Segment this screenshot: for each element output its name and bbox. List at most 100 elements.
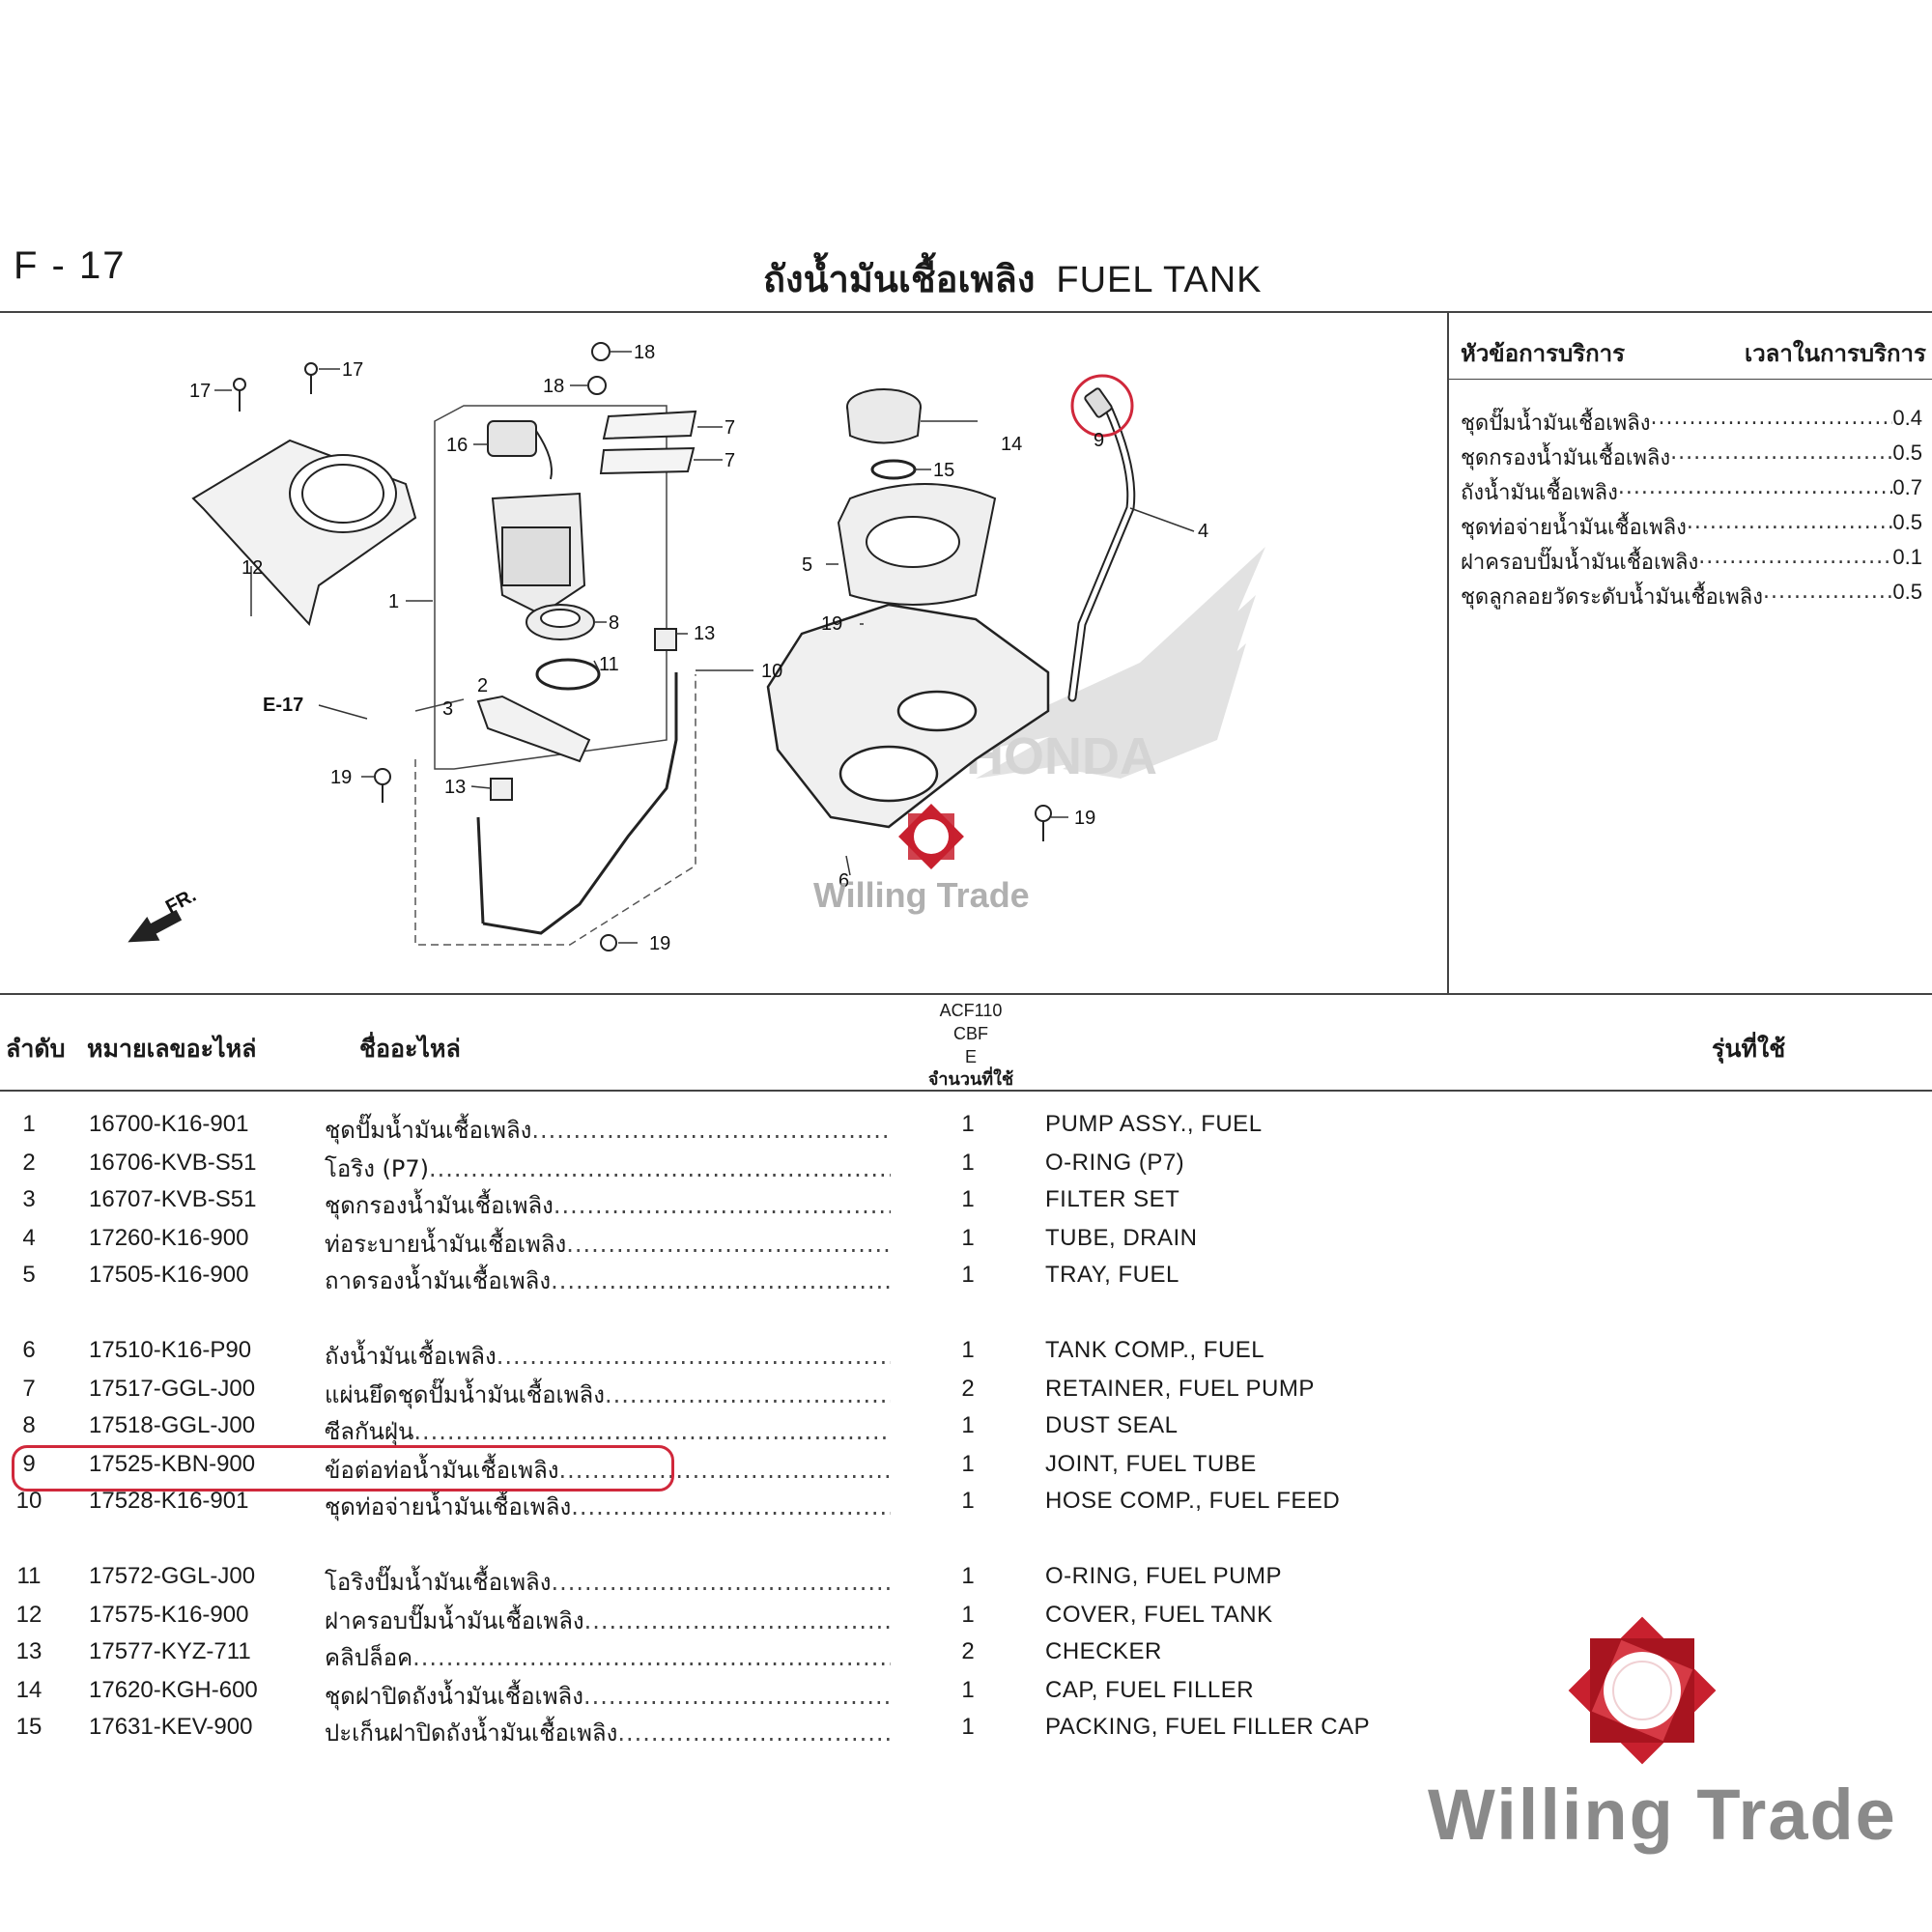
cell-name-en: CHECKER <box>1045 1638 1162 1664</box>
cell-qty: 1 <box>961 1451 975 1477</box>
leader-lines <box>214 351 1195 944</box>
cell-name-en: TANK COMP., FUEL <box>1045 1337 1265 1363</box>
cell-name-th: ซีลกันฝุ่น <box>325 1418 414 1445</box>
cell-qty: 1 <box>961 1111 975 1137</box>
logo-mark-icon <box>1568 1616 1717 1765</box>
service-header-time: เวลาในการบริการ <box>1745 340 1926 367</box>
cell-part-no: 17575-K16-900 <box>89 1602 249 1628</box>
cell-part-no: 16700-K16-901 <box>89 1111 249 1137</box>
cell-name-en: DUST SEAL <box>1045 1412 1179 1438</box>
col-header-model: ACF110 CBF E จำนวนที่ใช้ <box>908 999 1034 1092</box>
honda-wing-watermark <box>937 547 1265 779</box>
brand-name: Willing Trade <box>1428 1775 1897 1855</box>
cell-name-th: โอริง (P7) <box>325 1155 430 1182</box>
callout-5: 5 <box>802 554 812 576</box>
filter-bracket <box>414 698 465 712</box>
service-name: ชุดลูกลอยวัดระดับน้ำมันเชื้อเพลิง <box>1461 585 1763 610</box>
exploded-diagram-svg: HONDA <box>128 342 1265 954</box>
page-code: F - 17 <box>14 244 127 287</box>
callout-4: 4 <box>1198 521 1208 542</box>
service-header-rule <box>1449 379 1932 380</box>
callout-19c: 19 <box>821 613 842 635</box>
cell-name-en: HOSE COMP., FUEL FEED <box>1045 1488 1341 1514</box>
cell-no: 12 <box>15 1602 43 1628</box>
cell-part-no: 17631-KEV-900 <box>89 1714 253 1740</box>
cell-name-th: ปะเก็นฝาปิดถังน้ำมันเชื้อเพลิง <box>325 1719 618 1747</box>
willing-trade-logo <box>1418 1604 1824 1855</box>
callout-labels: 17 17 18 18 7 7 16 14 15 9 4 12 1 5 8 19… <box>162 342 1208 954</box>
bolt-19a <box>374 768 391 803</box>
page-title-th: ถังน้ำมันเชื้อเพลิง <box>763 258 1036 300</box>
cell-no: 1 <box>22 1111 36 1137</box>
front-arrow <box>128 909 183 943</box>
filler-cap-packing <box>870 459 917 480</box>
cell-qty: 1 <box>961 1563 975 1589</box>
diagram-bottom-rule <box>0 993 1932 995</box>
cell-part-no: 17620-KGH-600 <box>89 1677 258 1703</box>
callout-7b: 7 <box>724 450 735 471</box>
callout-17b: 17 <box>342 359 363 381</box>
cell-name-th: คลิปล็อค <box>325 1644 413 1671</box>
service-row: ถังน้ำมันเชื้อเพลิง.....................… <box>1461 475 1922 509</box>
cell-no: 8 <box>22 1412 36 1438</box>
col-header-part-no: หมายเลขอะไหล่ <box>87 1035 257 1063</box>
service-row: ฝาครอบปั๊มน้ำมันเชื้อเพลิง..............… <box>1461 545 1922 579</box>
service-row: ชุดปั๊มน้ำมันเชื้อเพลิง.................… <box>1461 406 1922 440</box>
cell-part-no: 17510-K16-P90 <box>89 1337 252 1363</box>
callout-18a: 18 <box>634 342 655 363</box>
cell-name-en: CAP, FUEL FILLER <box>1045 1677 1255 1703</box>
cell-name-en: PUMP ASSY., FUEL <box>1045 1111 1263 1137</box>
model-line2: CBF <box>953 1024 988 1043</box>
cell-qty: 2 <box>961 1376 975 1402</box>
cell-qty: 1 <box>961 1412 975 1438</box>
cell-name-th: ข้อต่อท่อน้ำมันเชื้อเพลิง <box>325 1457 559 1484</box>
dust-seal-8 <box>526 604 595 640</box>
callout-e17: E-17 <box>263 695 303 716</box>
bolt-17b <box>304 362 318 394</box>
col-header-part-name: ชื่ออะไหล่ <box>359 1035 461 1063</box>
callout-fr: FR. <box>162 885 200 919</box>
cell-no: 6 <box>22 1337 36 1363</box>
callout-2: 2 <box>477 675 488 696</box>
hose-clip-13b <box>490 778 513 801</box>
callout-12: 12 <box>242 557 263 579</box>
cell-no: 2 <box>22 1150 36 1176</box>
cell-qty: 1 <box>961 1488 975 1514</box>
service-time: 0.4 <box>1892 406 1922 430</box>
retainer-7b <box>599 446 696 475</box>
service-header-item: หัวข้อการบริการ <box>1461 340 1626 367</box>
cell-no: 10 <box>15 1488 43 1514</box>
callout-8: 8 <box>609 612 619 634</box>
cell-name-en: O-RING (P7) <box>1045 1150 1185 1176</box>
service-name: ชุดกรองน้ำมันเชื้อเพลิง <box>1461 446 1671 470</box>
callout-13b: 13 <box>444 777 466 798</box>
filter-set <box>476 695 591 763</box>
cell-name-th: ท่อระบายน้ำมันเชื้อเพลิง <box>325 1231 567 1258</box>
callout-1: 1 <box>388 591 399 612</box>
service-time: 0.5 <box>1892 510 1922 534</box>
col-header-qty: จำนวนที่ใช้ <box>927 1069 1014 1090</box>
service-time: 0.5 <box>1892 580 1922 604</box>
cell-name-en: JOINT, FUEL TUBE <box>1045 1451 1257 1477</box>
cell-part-no: 17525-KBN-900 <box>89 1451 256 1477</box>
bolt-19b <box>600 934 617 952</box>
fuel-tray <box>837 483 997 606</box>
cell-name-th: ถาดรองน้ำมันเชื้อเพลิง <box>325 1267 552 1294</box>
cell-name-en: PACKING, FUEL FILLER CAP <box>1045 1714 1371 1740</box>
model-line3: E <box>964 1047 977 1066</box>
service-row: ชุดกรองน้ำมันเชื้อเพลิง.................… <box>1461 440 1922 474</box>
cell-qty: 1 <box>961 1150 975 1176</box>
service-name: ถังน้ำมันเชื้อเพลิง <box>1461 481 1618 505</box>
callout-7a: 7 <box>724 417 735 439</box>
service-time: 0.7 <box>1892 475 1922 499</box>
o-ring-11 <box>535 658 601 691</box>
cell-no: 5 <box>22 1262 36 1288</box>
